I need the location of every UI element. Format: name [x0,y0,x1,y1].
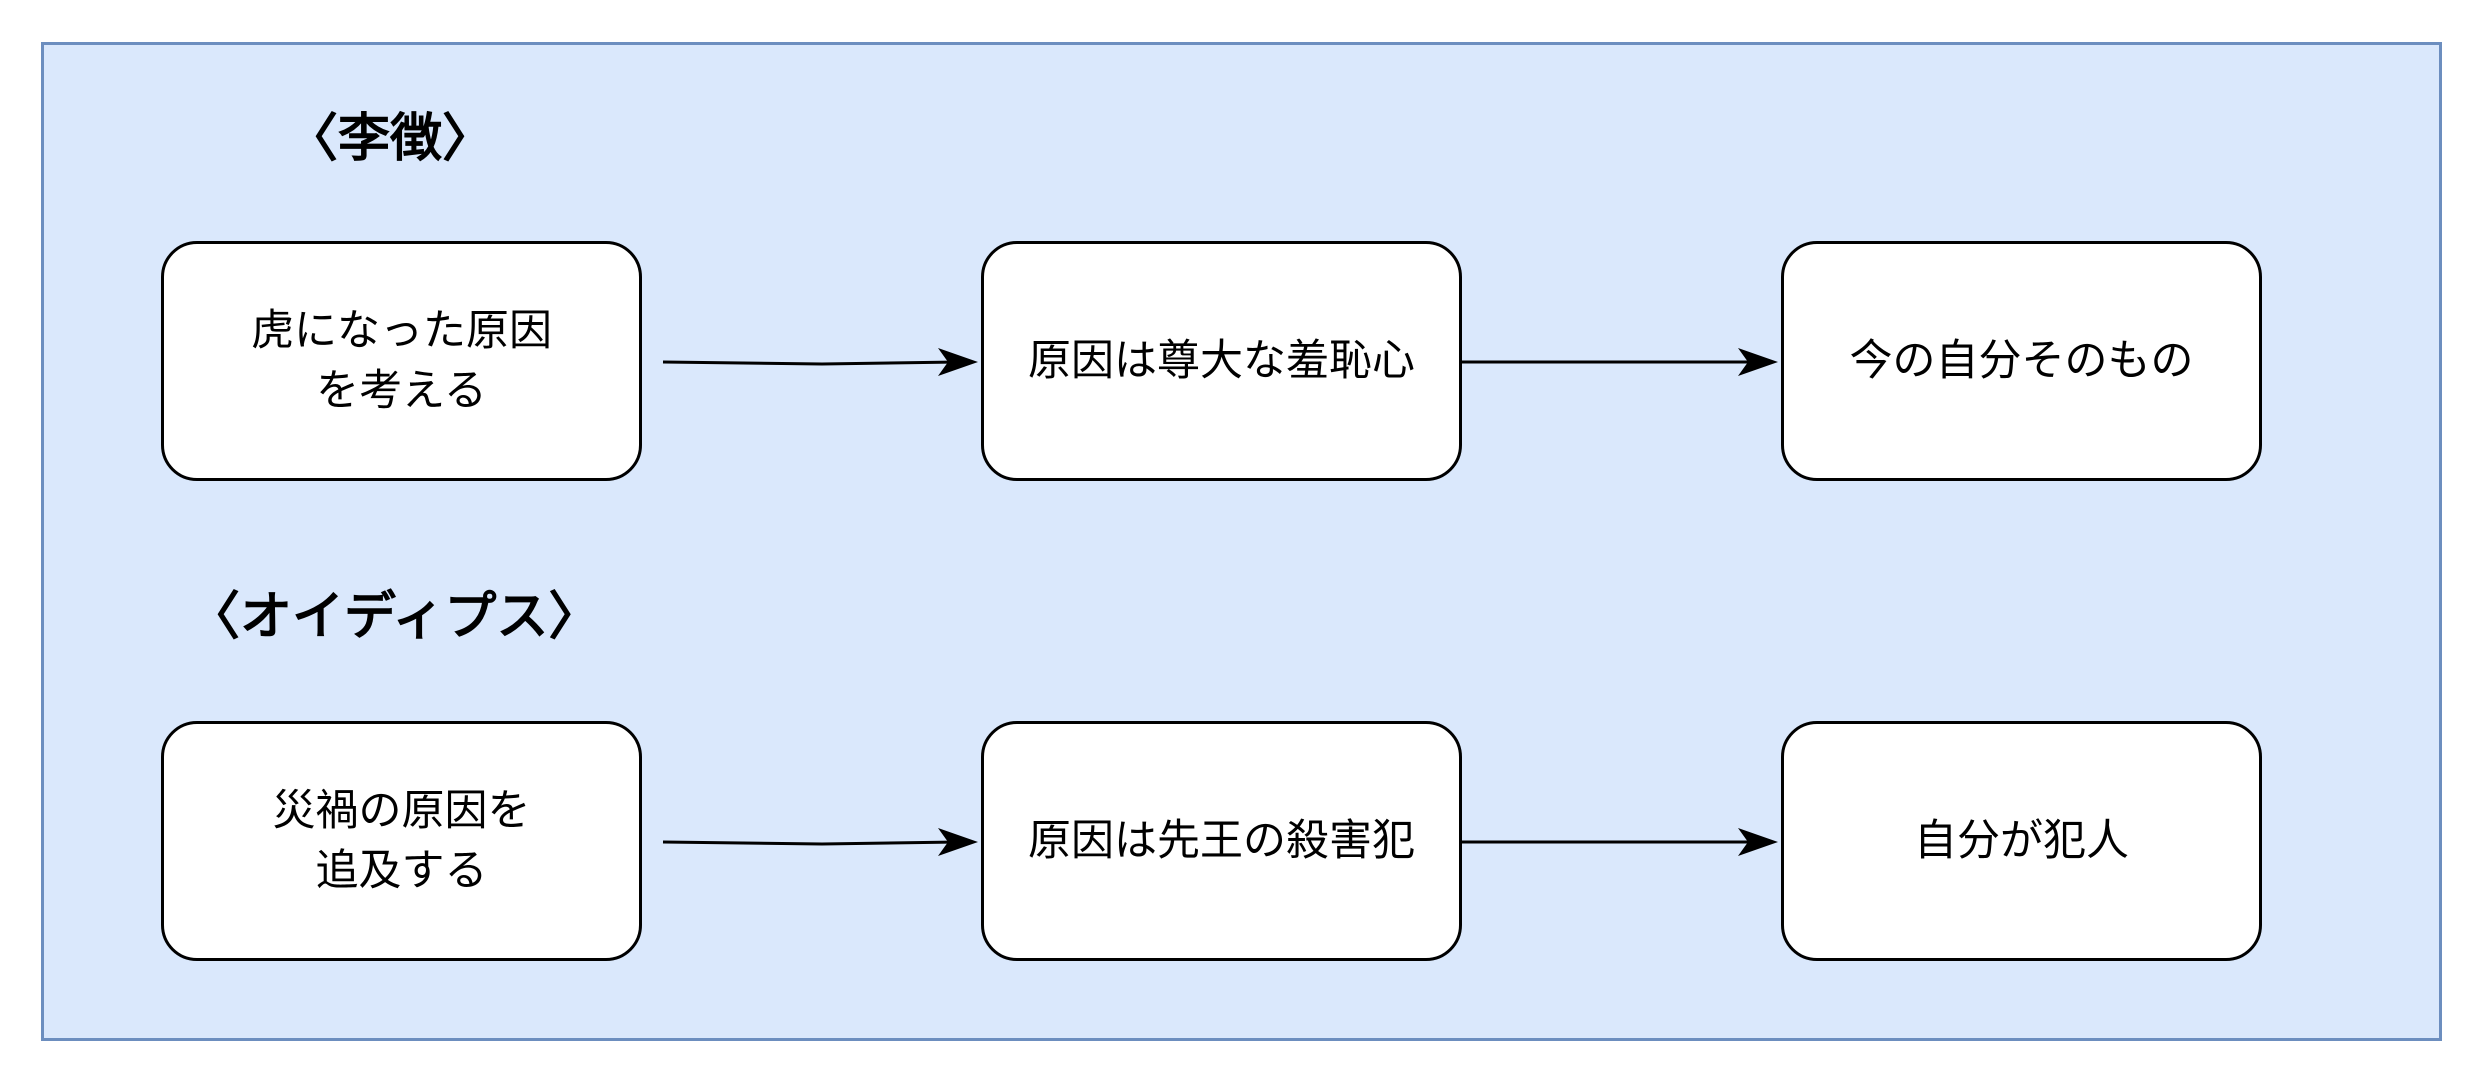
flow-box-row2-step2: 原因は先王の殺害犯 [981,721,1462,961]
flow-box-row2-step3: 自分が犯人 [1781,721,2262,961]
row-heading-oedipus: 〈オイディプス〉 [188,587,601,647]
flow-box-label: 今の自分そのもの [1849,336,2194,386]
flow-box-label: 原因は尊大な羞恥心 [1028,336,1415,386]
flow-box-row1-step3: 今の自分そのもの [1781,241,2262,481]
flow-box-row1-step1: 虎になった原因 を考える [161,241,642,481]
row-heading-richou: 〈李徴〉 [286,109,495,169]
flow-box-label: 原因は先王の殺害犯 [1028,816,1415,866]
flow-box-label: 災禍の原因を 追及する [272,786,531,896]
flow-box-label: 虎になった原因 を考える [251,306,552,416]
flow-box-label: 自分が犯人 [1914,816,2129,866]
flow-box-row1-step2: 原因は尊大な羞恥心 [981,241,1462,481]
flow-box-row2-step1: 災禍の原因を 追及する [161,721,642,961]
